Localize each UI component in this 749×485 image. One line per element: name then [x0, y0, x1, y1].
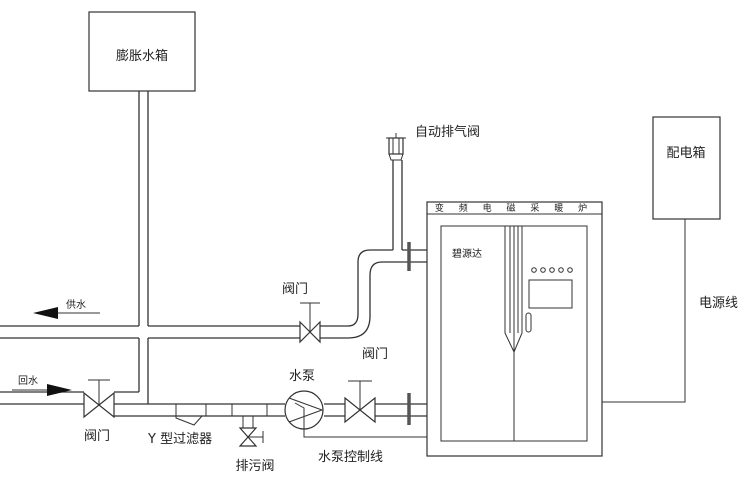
drain-valve-label: 排污阀	[235, 459, 274, 474]
expansion-tank-label: 膨胀水箱	[116, 48, 168, 64]
supply-pipe	[0, 160, 427, 339]
y-filter-label: Y 型过滤器	[147, 432, 212, 447]
water-pump: 水泵	[284, 369, 324, 430]
pump-valve: 阀门	[344, 347, 388, 424]
power-line-label: 电源线	[699, 296, 738, 311]
pump-label: 水泵	[289, 369, 315, 384]
distribution-box-label: 配电箱	[666, 145, 705, 161]
expansion-pipe	[138, 91, 149, 404]
power-line: 电源线	[602, 219, 738, 403]
pump-control-line: 水泵控制线	[303, 429, 427, 465]
supply-valve: 阀门	[282, 282, 321, 344]
electromagnetic-boiler: 变 频 电 磁 采 暖 炉 碧源达	[426, 201, 603, 457]
y-filter: Y 型过滤器	[147, 415, 212, 447]
supply-water-label: 供水	[66, 298, 86, 311]
display-screen	[528, 279, 573, 309]
distribution-box: 配电箱	[652, 116, 721, 220]
return-flow-arrow: 回水	[12, 375, 72, 396]
pump-control-line-label: 水泵控制线	[318, 450, 383, 465]
boiler-title: 变 频 电 磁 采 暖 炉	[435, 202, 593, 214]
indicator-lights	[531, 267, 573, 273]
expansion-tank: 膨胀水箱	[88, 11, 196, 92]
door-handle	[525, 312, 532, 333]
auto-air-vent-label: 自动排气阀	[415, 124, 480, 140]
supply-valve-label: 阀门	[282, 282, 308, 297]
return-valve-label: 阀门	[84, 429, 110, 444]
return-water-label: 回水	[18, 375, 38, 387]
return-valve: 阀门	[83, 379, 115, 444]
drain-valve: 排污阀	[235, 416, 275, 474]
brand-label: 碧源达	[452, 247, 482, 260]
pump-valve-label: 阀门	[362, 347, 388, 362]
auto-air-vent: 自动排气阀	[386, 124, 480, 161]
return-pipe	[0, 391, 427, 425]
supply-flow-arrow: 供水	[33, 298, 100, 319]
